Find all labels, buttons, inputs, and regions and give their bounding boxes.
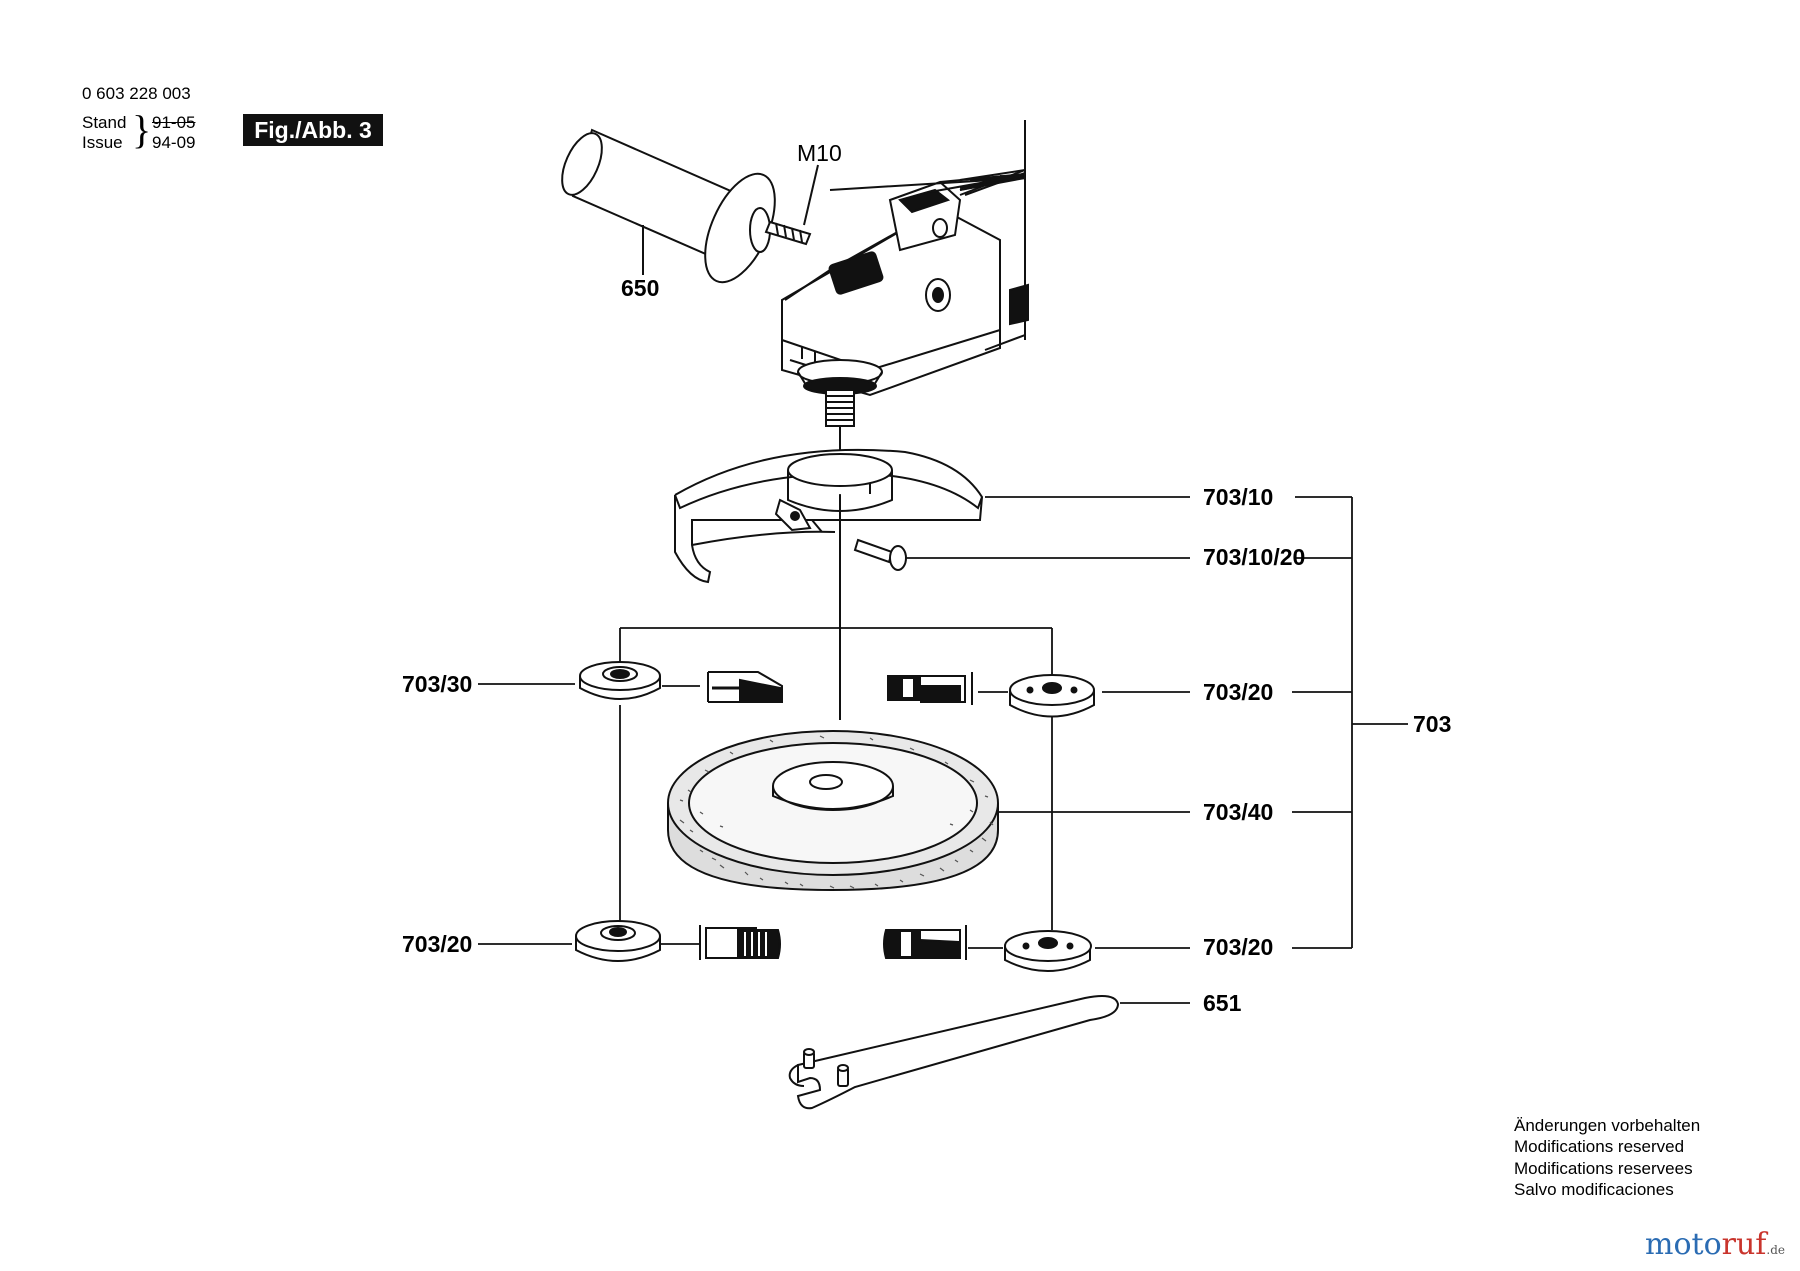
clamp-screw-illustration bbox=[853, 538, 907, 571]
notice-line-de: Änderungen vorbehalten bbox=[1514, 1116, 1701, 1135]
issue-label: Issue bbox=[82, 133, 123, 152]
label-703-20-lower-left: 703/20 bbox=[402, 931, 473, 957]
stand-date: 91-05 bbox=[152, 113, 196, 132]
figure-badge: Fig./Abb. 3 bbox=[243, 114, 383, 146]
notice-line-fr: Modifications reservees bbox=[1514, 1159, 1693, 1178]
label-703-20-upper-right: 703/20 bbox=[1203, 679, 1274, 705]
label-m10: M10 bbox=[797, 140, 842, 166]
spindle-illustration bbox=[797, 359, 883, 720]
label-703-10-20: 703/10/20 bbox=[1203, 544, 1306, 570]
flange-703-20-lower-left-illustration bbox=[575, 920, 661, 962]
notice-line-es: Salvo modificaciones bbox=[1514, 1180, 1674, 1199]
brand-logo: motoruf.de bbox=[1645, 1227, 1785, 1262]
grinding-wheel-illustration bbox=[667, 730, 999, 892]
issue-date: 94-09 bbox=[152, 133, 196, 152]
leader-lines bbox=[478, 496, 1408, 1004]
grinder-head-illustration bbox=[781, 120, 1029, 397]
guard-illustration bbox=[674, 448, 984, 584]
spanner-illustration bbox=[788, 995, 1120, 1110]
brand-tld: .de bbox=[1766, 1243, 1786, 1257]
flange-703-20-upper-illustration bbox=[1009, 674, 1095, 718]
brand-part1: moto bbox=[1645, 1227, 1722, 1262]
label-703-30: 703/30 bbox=[402, 671, 473, 697]
section-lower-right-illustration bbox=[883, 925, 967, 960]
document-number: 0 603 228 003 bbox=[82, 84, 191, 103]
notice-line-en: Modifications reserved bbox=[1514, 1137, 1685, 1156]
label-703-40: 703/40 bbox=[1203, 799, 1274, 825]
label-703: 703 bbox=[1413, 711, 1452, 737]
label-703-20-lower-right: 703/20 bbox=[1203, 934, 1274, 960]
label-703-10: 703/10 bbox=[1203, 484, 1274, 510]
flange-703-30-illustration bbox=[579, 661, 661, 700]
label-651: 651 bbox=[1203, 990, 1242, 1016]
flange-703-20-lower-right-illustration bbox=[1004, 930, 1092, 972]
brand-part2: ruf bbox=[1721, 1227, 1767, 1262]
section-lower-left-illustration bbox=[699, 925, 781, 960]
section-upper-right-illustration bbox=[887, 672, 973, 705]
stand-label: Stand bbox=[82, 113, 127, 132]
date-brace: } bbox=[132, 107, 152, 152]
section-upper-left-illustration bbox=[707, 671, 783, 703]
label-650: 650 bbox=[621, 275, 660, 301]
side-handle-illustration bbox=[561, 128, 819, 284]
